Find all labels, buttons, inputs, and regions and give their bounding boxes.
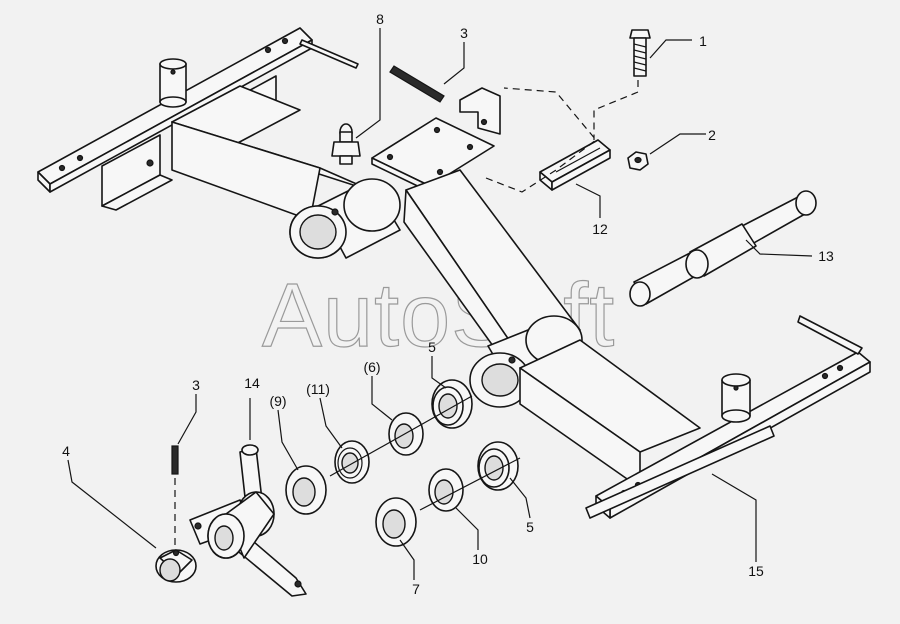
lower-mounting-bracket <box>585 315 871 519</box>
upper-mounting-bracket <box>37 27 359 211</box>
callout-6: (6) <box>363 359 380 375</box>
callout-2: 2 <box>708 127 716 143</box>
callout-5-upper: 5 <box>428 339 436 355</box>
callout-8: 8 <box>376 11 384 27</box>
callout-15: 15 <box>748 563 764 579</box>
callout-4: 4 <box>62 443 70 459</box>
axis-line-lower <box>419 457 521 511</box>
spacer-part-6 <box>388 412 424 456</box>
clamp-part-12 <box>539 139 611 191</box>
callout-14: 14 <box>244 375 260 391</box>
shaft-part-13 <box>629 190 817 307</box>
callout-10: 10 <box>472 551 488 567</box>
collar-part-4 <box>155 549 197 583</box>
spacer-part-10 <box>428 468 464 512</box>
set-screw-part-3-top <box>389 65 445 103</box>
bolt-assembly-path <box>593 80 639 140</box>
callout-13: 13 <box>818 248 834 264</box>
angle-bracket <box>459 87 501 135</box>
callout-12: 12 <box>592 221 608 237</box>
bearing-part-5-upper <box>431 379 473 429</box>
callout-5-lower: 5 <box>526 519 534 535</box>
bearing-part-5-lower <box>477 441 519 491</box>
set-screw-part-3-left <box>171 445 179 475</box>
washer-part-7 <box>375 497 417 547</box>
hub-part-14 <box>189 444 307 597</box>
callout-1: 1 <box>699 33 707 49</box>
seal-part-11 <box>334 440 370 484</box>
axis-line-upper <box>329 395 473 477</box>
grease-fitting-part-8 <box>331 123 361 165</box>
callout-9: (9) <box>269 393 286 409</box>
washer-part-9 <box>285 465 327 515</box>
leader-lines <box>67 28 813 580</box>
bolt-part-1 <box>629 29 651 77</box>
nut-part-2 <box>627 151 649 171</box>
callout-11: (11) <box>306 381 330 397</box>
callout-7: 7 <box>412 581 420 597</box>
callout-3-left: 3 <box>192 377 200 393</box>
main-frame-arm <box>171 117 701 489</box>
callout-3-top: 3 <box>460 25 468 41</box>
